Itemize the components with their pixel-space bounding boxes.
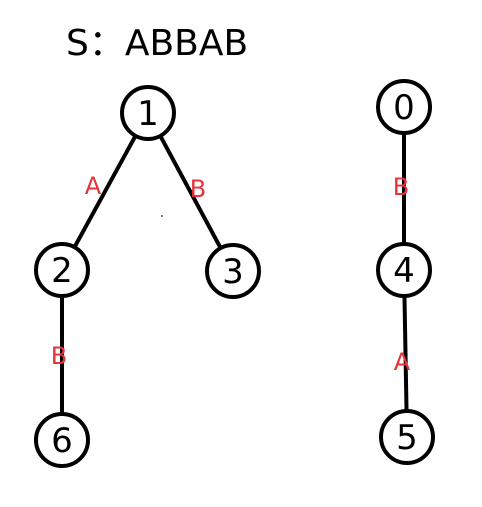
- stray-dot: [161, 215, 163, 217]
- node-4: 4: [376, 242, 432, 298]
- node-label-5: 5: [396, 418, 418, 458]
- edge-label-2-6: B: [51, 342, 67, 370]
- node-5: 5: [379, 409, 435, 465]
- node-circle-0: [376, 79, 432, 135]
- string-title: S：ABBAB: [66, 23, 249, 64]
- node-circle-6: [34, 412, 90, 468]
- node-circle-2: [34, 242, 90, 298]
- node-circle-4: [376, 242, 432, 298]
- node-3: 3: [205, 243, 261, 299]
- node-circle-3: [205, 243, 261, 299]
- node-label-4: 4: [393, 251, 415, 291]
- edge-label-1-2: A: [85, 172, 102, 200]
- node-0: 0: [376, 79, 432, 135]
- node-circle-5: [379, 409, 435, 465]
- node-label-6: 6: [51, 421, 73, 461]
- edge-1-3: [146, 111, 235, 273]
- edge-label-4-5: A: [394, 348, 411, 376]
- node-circle-1: [120, 85, 176, 141]
- node-1: 1: [120, 85, 176, 141]
- node-2: 2: [34, 242, 90, 298]
- node-6: 6: [34, 412, 90, 468]
- nodes-layer: 1 2 3 6 0 4 5: [34, 79, 435, 468]
- edge-1-2: [60, 111, 150, 272]
- node-label-1: 1: [137, 94, 159, 134]
- edge-label-0-4: B: [393, 173, 409, 201]
- node-label-0: 0: [393, 88, 415, 128]
- edge-label-1-3: B: [190, 175, 206, 203]
- node-label-2: 2: [51, 251, 73, 291]
- node-label-3: 3: [222, 252, 244, 292]
